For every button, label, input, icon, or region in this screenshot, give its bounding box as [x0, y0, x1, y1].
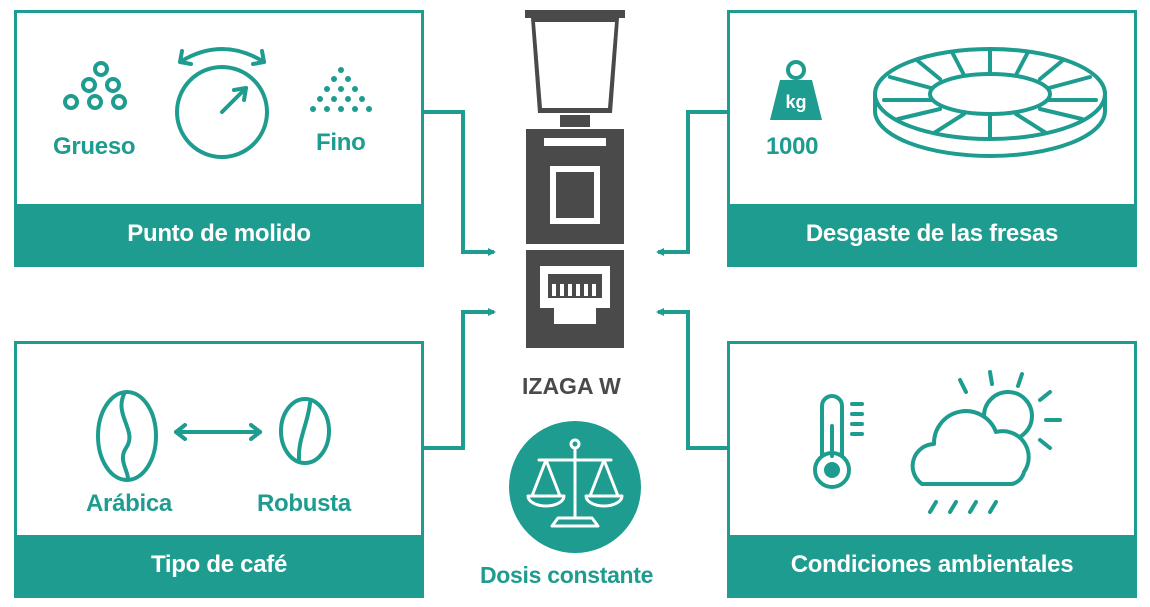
- robusta-label: Robusta: [257, 490, 351, 517]
- panel-title: Condiciones ambientales: [730, 535, 1134, 595]
- arabica-bean-icon: [96, 390, 158, 482]
- panel-title: Desgaste de las fresas: [730, 204, 1134, 264]
- burr-ring-icon: [873, 47, 1107, 158]
- coarse-label: Grueso: [53, 133, 136, 160]
- arrow-env: [656, 308, 728, 450]
- weight-value: 1000: [766, 133, 819, 160]
- robusta-bean-icon: [279, 397, 331, 465]
- panel-grind-point: Punto de molido: [14, 10, 424, 267]
- panel-title: Punto de molido: [17, 204, 421, 264]
- fine-grounds-icon: [310, 67, 372, 112]
- coarse-grounds-icon: [63, 61, 127, 110]
- arabica-label: Arábica: [86, 490, 172, 517]
- bean-exchange-arrow: [174, 423, 262, 441]
- dose-label: Dosis constante: [480, 562, 654, 588]
- grind-dial-icon: [175, 47, 269, 159]
- thermometer-icon: [813, 394, 864, 489]
- cloud-sun-rain-icon: [910, 370, 1062, 514]
- arrow-grind: [423, 110, 496, 256]
- arrow-coffee: [423, 308, 496, 450]
- panel-coffee-type: Tipo de café: [14, 341, 424, 598]
- arrow-wear: [656, 110, 728, 256]
- fine-label: Fino: [316, 129, 366, 156]
- grinder-machine-icon: [525, 10, 625, 348]
- machine-title: IZAGA W: [522, 373, 621, 399]
- weight-icon: kg: [770, 60, 822, 120]
- panel-title: Tipo de café: [17, 535, 421, 595]
- weight-unit: kg: [785, 92, 806, 112]
- panel-burr-wear: Desgaste de las fresas: [727, 10, 1137, 267]
- scale-icon: [509, 421, 641, 553]
